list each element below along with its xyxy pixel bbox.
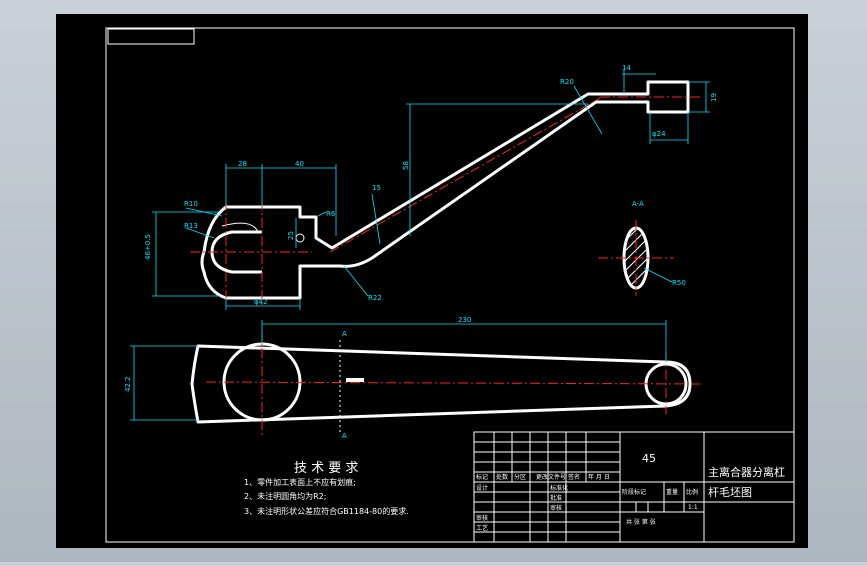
dim-r10: R10 [184, 200, 198, 208]
dim-46: 46+0.5 [144, 234, 152, 260]
corner-label-box [107, 28, 195, 45]
arm-centerline [329, 97, 601, 253]
dim-dia24: φ24 [652, 130, 666, 138]
tb-sheet: 共 张 第 张 [626, 518, 656, 526]
drawing-sheet [56, 14, 808, 548]
tb-header-count: 处数 [496, 473, 508, 481]
dim-230: 230 [458, 316, 471, 324]
lever-mark [346, 378, 364, 382]
tb-header-date: 年 月 日 [588, 473, 610, 481]
dim-15: 15 [372, 184, 381, 192]
dim-40: 40 [295, 160, 304, 168]
tb-header-sign: 签名 [568, 473, 580, 481]
tb-header-change: 更改文件号 [536, 473, 566, 481]
tech-item-2: 2、未注明圆角均为R2; [244, 491, 326, 501]
tech-heading: 技 术 要 求 [294, 461, 358, 476]
tb-title-line-2: 杆毛坯图 [708, 485, 752, 499]
technical-requirements: 技 术 要 求 1、零件加工表面上不应有划痕; 2、未注明圆角均为R2; 3、未… [244, 461, 409, 516]
tb-header-zone: 分区 [514, 473, 526, 481]
dim-58: 58 [402, 161, 410, 170]
cut-label-a1: A [342, 330, 347, 338]
tb-material: 45 [642, 452, 656, 465]
tech-item-1: 1、零件加工表面上不应有划痕; [244, 477, 356, 487]
tb-title-line-1: 主离合器分离杠 [708, 465, 785, 479]
tb-scale-label: 比例 [686, 488, 698, 496]
tb-header-mark: 标记 [476, 473, 488, 481]
tb-weight: 重量 [666, 488, 678, 496]
fork-inner-edge [221, 222, 259, 233]
dim-r50: R50 [672, 279, 686, 287]
tb-stage: 阶段标记 [622, 488, 646, 496]
tb-check: 审核 [550, 504, 562, 512]
tb-process: 工艺 [476, 524, 488, 532]
tb-standard: 标准化 [550, 484, 568, 492]
title-block: 标记 处数 分区 更改文件号 签名 年 月 日 设计 审核 工艺 标准化 批准 … [473, 431, 795, 543]
tb-review: 审核 [476, 514, 488, 522]
dim-r6: R6 [326, 210, 336, 218]
tb-scale: 1:1 [688, 504, 698, 511]
dim-r22: R22 [368, 294, 382, 302]
dim-19: 19 [710, 93, 718, 102]
dim-28: 28 [238, 160, 247, 168]
tb-design: 设计 [476, 484, 488, 492]
dim-top-14: 14 [622, 64, 631, 72]
top-view [190, 80, 700, 306]
tech-item-3: 3、未注明形状公差应符合GB1184-80的要求. [244, 506, 409, 516]
dim-r13: R13 [184, 222, 198, 230]
bottom-view: A A 230 42.2 [124, 316, 701, 440]
tb-approve: 批准 [550, 494, 562, 502]
dim-422: 42.2 [124, 376, 132, 392]
section-label: A-A [632, 200, 644, 208]
top-dimensions: 28 40 R10 R13 46+0.5 58 R6 25 15 φ42 R22… [144, 64, 718, 310]
section-view: A-A R50 [598, 200, 686, 296]
lever-centerline [205, 381, 701, 385]
dim-r20: R20 [560, 78, 574, 86]
dim-42: φ42 [254, 298, 268, 306]
drawing-border [105, 27, 795, 543]
cut-label-a2: A [342, 432, 347, 440]
dim-25: 25 [287, 231, 295, 240]
